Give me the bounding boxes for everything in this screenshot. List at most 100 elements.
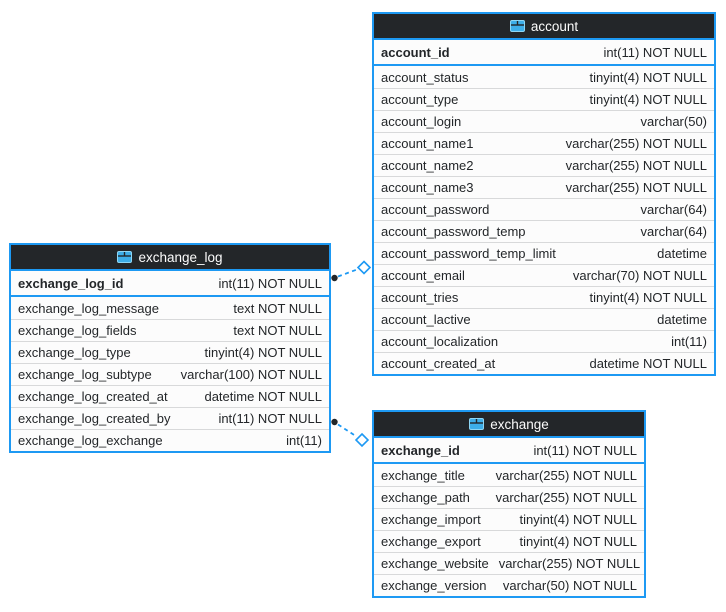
primary-key-section: exchange_log_id int(11) NOT NULL <box>11 271 329 297</box>
field-name: exchange_import <box>381 512 481 527</box>
field-name: account_name1 <box>381 136 474 151</box>
field-type: int(11) <box>671 334 707 349</box>
field-type: int(11) NOT NULL <box>218 411 322 426</box>
field-type: varchar(50) <box>640 114 707 129</box>
field-type: varchar(255) NOT NULL <box>565 180 707 195</box>
relation-source-dot <box>331 418 338 426</box>
field-row-pk[interactable]: exchange_id int(11) NOT NULL <box>374 438 644 462</box>
field-name: account_tries <box>381 290 459 305</box>
field-row[interactable]: exchange_log_exchange int(11) <box>11 429 329 451</box>
field-type: varchar(255) NOT NULL <box>565 136 707 151</box>
field-name: account_password <box>381 202 490 217</box>
field-row[interactable]: exchange_export tinyint(4) NOT NULL <box>374 530 644 552</box>
table-icon <box>509 20 525 32</box>
field-row[interactable]: account_name3 varchar(255) NOT NULL <box>374 176 714 198</box>
field-name: exchange_path <box>381 490 470 505</box>
field-type: tinyint(4) NOT NULL <box>589 92 707 107</box>
field-type: tinyint(4) NOT NULL <box>589 69 707 85</box>
field-row-pk[interactable]: account_id int(11) NOT NULL <box>374 40 714 64</box>
field-type: datetime <box>657 246 707 261</box>
table-exchange: exchange exchange_id int(11) NOT NULL ex… <box>372 410 646 598</box>
field-type: datetime NOT NULL <box>589 356 707 371</box>
field-type: varchar(64) <box>640 202 707 217</box>
field-row[interactable]: exchange_path varchar(255) NOT NULL <box>374 486 644 508</box>
field-name: exchange_title <box>381 467 465 483</box>
relation-exchange-log-exchange <box>331 418 370 448</box>
field-rows: exchange_title varchar(255) NOT NULL exc… <box>374 464 644 596</box>
relation-exchange-log-account <box>331 260 372 282</box>
field-type: text NOT NULL <box>233 323 322 338</box>
field-row[interactable]: exchange_version varchar(50) NOT NULL <box>374 574 644 596</box>
field-row[interactable]: account_name1 varchar(255) NOT NULL <box>374 132 714 154</box>
field-row[interactable]: account_name2 varchar(255) NOT NULL <box>374 154 714 176</box>
field-rows: exchange_log_message text NOT NULL excha… <box>11 297 329 451</box>
field-row[interactable]: account_password_temp_limit datetime <box>374 242 714 264</box>
field-name: account_name2 <box>381 158 474 173</box>
table-account: account account_id int(11) NOT NULL acco… <box>372 12 716 376</box>
field-row[interactable]: exchange_website varchar(255) NOT NULL <box>374 552 644 574</box>
field-name: exchange_log_exchange <box>18 433 163 448</box>
field-row[interactable]: exchange_log_fields text NOT NULL <box>11 319 329 341</box>
field-name: account_name3 <box>381 180 474 195</box>
field-name: exchange_id <box>381 442 460 458</box>
field-name: account_lactive <box>381 312 471 327</box>
relation-target-diamond <box>354 432 370 448</box>
field-type: int(11) NOT NULL <box>533 442 637 458</box>
field-type: int(11) NOT NULL <box>603 44 707 60</box>
field-name: account_email <box>381 268 465 283</box>
table-header-account[interactable]: account <box>374 14 714 40</box>
field-name: exchange_log_created_at <box>18 389 168 404</box>
table-title: account <box>530 18 579 34</box>
table-icon <box>469 418 485 430</box>
field-row[interactable]: exchange_log_message text NOT NULL <box>11 297 329 319</box>
table-icon <box>117 251 133 263</box>
field-row[interactable]: exchange_log_type tinyint(4) NOT NULL <box>11 341 329 363</box>
field-type: tinyint(4) NOT NULL <box>519 534 637 549</box>
relation-source-dot <box>331 274 338 282</box>
field-row[interactable]: account_status tinyint(4) NOT NULL <box>374 66 714 88</box>
field-row[interactable]: exchange_title varchar(255) NOT NULL <box>374 464 644 486</box>
field-type: tinyint(4) NOT NULL <box>519 512 637 527</box>
table-title: exchange <box>490 416 549 432</box>
field-type: varchar(255) NOT NULL <box>495 490 637 505</box>
field-name: exchange_export <box>381 534 481 549</box>
field-row[interactable]: exchange_log_created_at datetime NOT NUL… <box>11 385 329 407</box>
field-name: exchange_log_id <box>18 275 124 291</box>
field-row[interactable]: account_lactive datetime <box>374 308 714 330</box>
field-type: datetime <box>657 312 707 327</box>
field-name: account_id <box>381 44 450 60</box>
field-name: exchange_log_type <box>18 345 131 360</box>
field-row[interactable]: account_password varchar(64) <box>374 198 714 220</box>
field-name: account_status <box>381 69 469 85</box>
field-type: tinyint(4) NOT NULL <box>589 290 707 305</box>
field-row[interactable]: account_email varchar(70) NOT NULL <box>374 264 714 286</box>
field-type: varchar(255) NOT NULL <box>495 467 637 483</box>
field-row-pk[interactable]: exchange_log_id int(11) NOT NULL <box>11 271 329 295</box>
field-name: exchange_website <box>381 556 489 571</box>
table-exchange-log: exchange_log exchange_log_id int(11) NOT… <box>9 243 331 453</box>
field-name: account_password_temp_limit <box>381 246 556 261</box>
field-row[interactable]: exchange_import tinyint(4) NOT NULL <box>374 508 644 530</box>
field-type: int(11) NOT NULL <box>218 275 322 291</box>
field-row[interactable]: account_login varchar(50) <box>374 110 714 132</box>
field-type: datetime NOT NULL <box>204 389 322 404</box>
field-type: varchar(70) NOT NULL <box>572 268 707 283</box>
table-header-exchange[interactable]: exchange <box>374 412 644 438</box>
field-type: varchar(64) <box>640 224 707 239</box>
table-title: exchange_log <box>138 249 223 265</box>
field-row[interactable]: account_type tinyint(4) NOT NULL <box>374 88 714 110</box>
field-name: account_localization <box>381 334 499 349</box>
field-row[interactable]: exchange_log_subtype varchar(100) NOT NU… <box>11 363 329 385</box>
field-row[interactable]: account_created_at datetime NOT NULL <box>374 352 714 374</box>
field-row[interactable]: account_tries tinyint(4) NOT NULL <box>374 286 714 308</box>
table-header-exchange-log[interactable]: exchange_log <box>11 245 329 271</box>
field-type: text NOT NULL <box>233 300 322 316</box>
field-row[interactable]: account_password_temp varchar(64) <box>374 220 714 242</box>
field-row[interactable]: exchange_log_created_by int(11) NOT NULL <box>11 407 329 429</box>
field-type: varchar(255) NOT NULL <box>565 158 707 173</box>
field-name: account_password_temp <box>381 224 526 239</box>
field-name: exchange_version <box>381 578 487 593</box>
field-row[interactable]: account_localization int(11) <box>374 330 714 352</box>
primary-key-section: account_id int(11) NOT NULL <box>374 40 714 66</box>
field-name: account_type <box>381 92 459 107</box>
